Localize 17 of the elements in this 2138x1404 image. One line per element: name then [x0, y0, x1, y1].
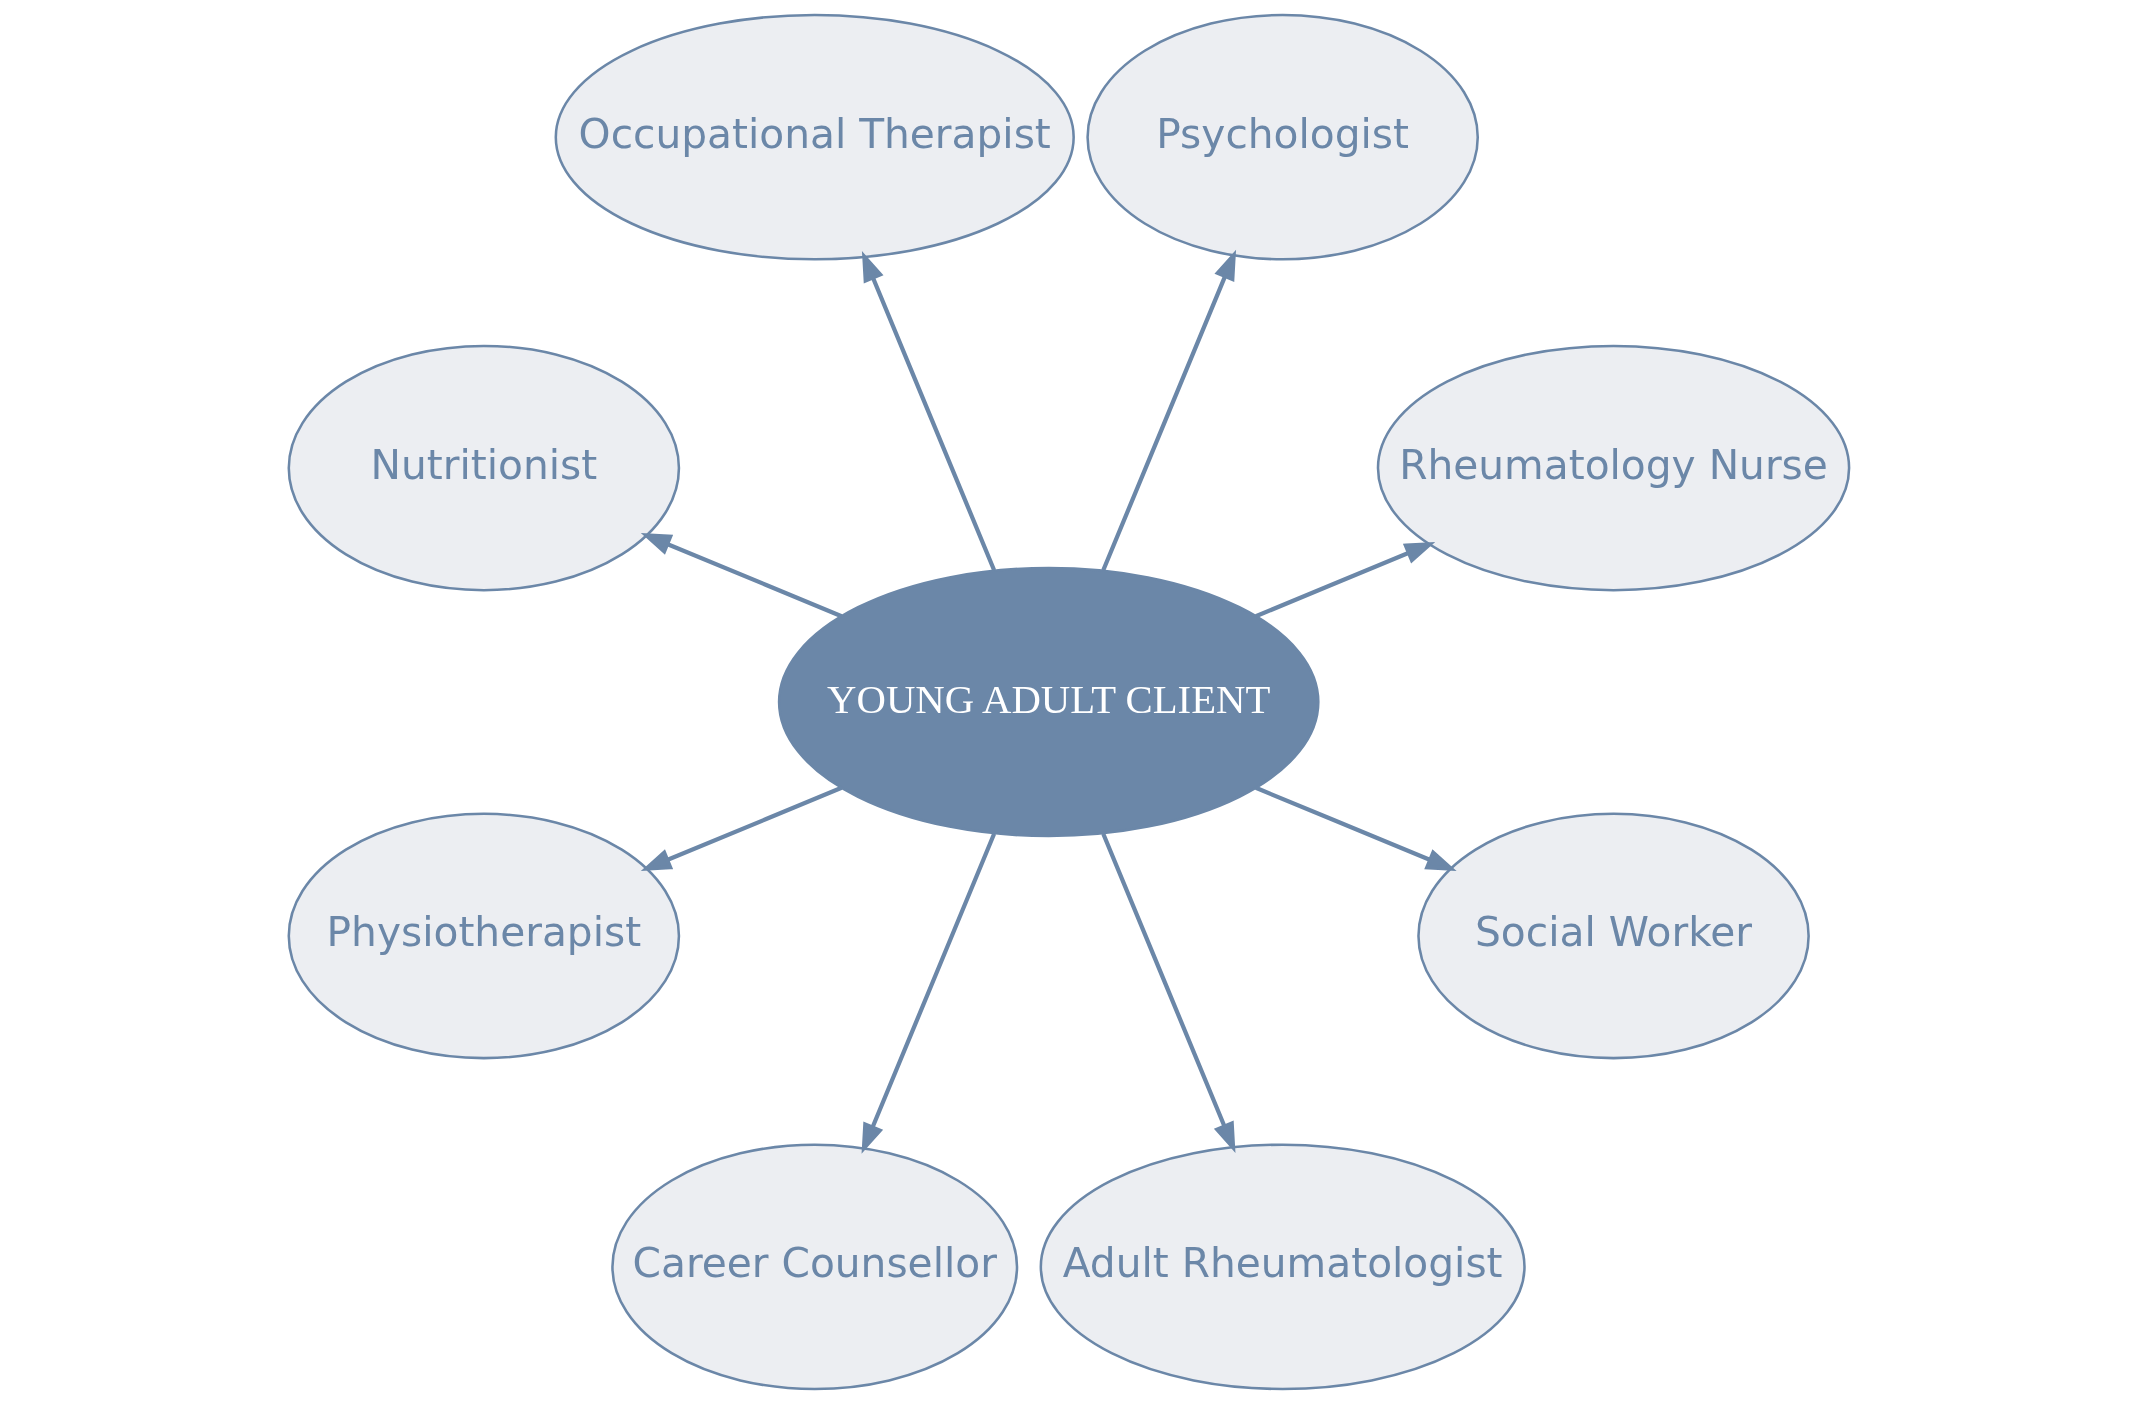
node-ellipse: YOUNG ADULT CLIENT [777, 566, 1320, 838]
node-ellipse: Occupational Therapist [554, 13, 1075, 261]
node-ellipse: Social Worker [1417, 812, 1810, 1060]
node-ellipse: Nutritionist [287, 344, 681, 592]
arrow [640, 785, 843, 871]
node-ellipse: Psychologist [1086, 13, 1479, 261]
arrow [861, 832, 997, 1154]
arrow [861, 251, 997, 572]
arrow [1101, 832, 1236, 1153]
arrow [1255, 785, 1457, 871]
arrow [640, 533, 843, 619]
node-ellipse: Career Counsellor [611, 1143, 1019, 1391]
node-ellipse: Physiotherapist [287, 812, 681, 1060]
arrow [1101, 249, 1237, 572]
arrow [1255, 541, 1436, 619]
node-ellipse: Adult Rheumatologist [1039, 1143, 1526, 1391]
node-ellipse: Rheumatology Nurse [1376, 344, 1851, 592]
